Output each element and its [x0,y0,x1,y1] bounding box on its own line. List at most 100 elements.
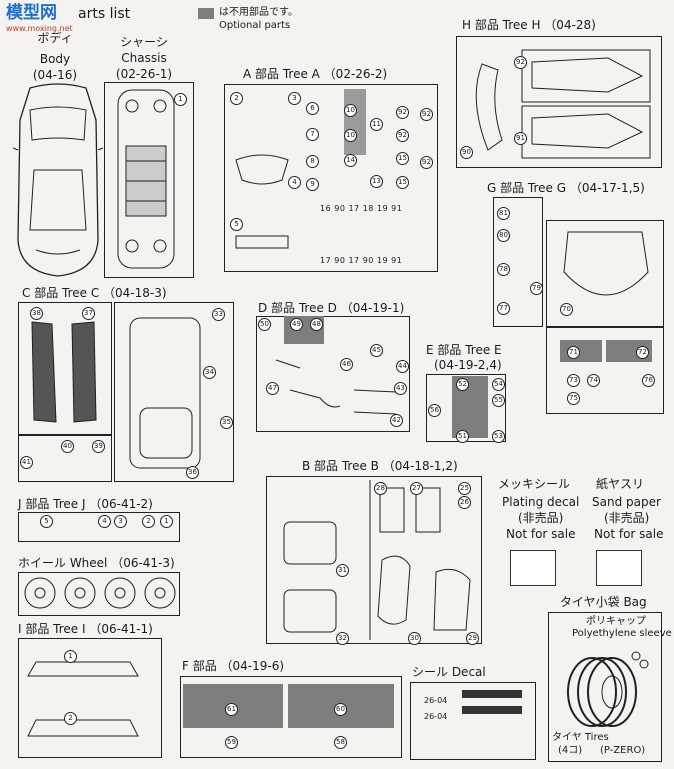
part-number: 70 [560,303,573,316]
sandpaper-label-jp: 紙ヤスリ [596,477,645,491]
tree-a-frame [224,84,438,272]
part-number: 78 [497,263,510,276]
chassis-label-jp: シャーシ [120,35,168,49]
part-number: 3 [114,515,127,528]
site-logo: 模型网 www.moxing.net [4,2,78,36]
decal-strip [462,706,522,714]
part-number: 29 [466,632,479,645]
part-number: 39 [92,440,105,453]
logo-url: www.moxing.net [6,24,73,33]
part-number: 1 [174,93,187,106]
part-number: 28 [374,482,387,495]
optional-label-jp: は不用部品です。 [219,7,298,18]
part-number: 2 [142,515,155,528]
part-number: 80 [497,229,510,242]
tree-h-frame [456,36,662,168]
part-number: 38 [30,307,43,320]
optional-label-en: Optional parts [219,20,291,31]
part-number: 11 [370,118,383,131]
tree-d-drawing [275,359,397,415]
part-number: 14 [344,154,357,167]
part-number: 32 [336,632,349,645]
tree-g-title: G 部品 Tree G （04-17-1,5) [487,181,645,195]
part-number: 92 [420,108,433,121]
part-number: 43 [394,382,407,395]
chassis-drawing [117,89,175,269]
logo-text: 模型网 [6,3,57,23]
tree-f-frame [180,676,402,758]
tires-brand: (P-ZERO) [600,745,646,756]
tree-d-frame [256,316,410,432]
chassis-frame [104,82,194,278]
part-number: 26 [458,496,471,509]
tree-c-seats [31,321,97,423]
tree-i-frame [18,638,162,758]
tree-a-bracket [235,154,289,185]
part-number: 1 [64,650,77,663]
tree-a-rod [235,235,289,249]
part-number: 15 [396,176,409,189]
tree-c-frame-bottom [18,434,112,482]
part-number: 36 [186,466,199,479]
part-number: 60 [334,703,347,716]
part-number: 74 [587,374,600,387]
tree-e-code: (04-19-2,4) [434,358,502,372]
tree-g-frame-bottom [546,326,664,414]
tree-c-frame-right [114,302,234,482]
tires-label: タイヤ Tires [552,732,609,743]
part-number: 92 [420,156,433,169]
tree-b-title: B 部品 Tree B （04-18-1,2) [302,459,458,473]
tree-f-title: F 部品 （04-19-6) [182,659,285,673]
part-number: 46 [340,358,353,371]
tree-g-frame-right [546,220,664,328]
part-number: 54 [492,378,505,391]
chassis-label-en: Chassis [121,51,167,65]
part-number: 77 [497,302,510,315]
poly-label-jp: ポリキャップ [586,616,646,627]
tree-c-title: C 部品 Tree C （04-18-3) [22,286,167,300]
part-number: 45 [370,344,383,357]
plating-nfs-en: Not for sale [506,527,576,541]
part-number: 92 [396,106,409,119]
part-number: 5 [230,218,243,231]
part-number: 90 [460,146,473,159]
part-number: 52 [456,378,469,391]
part-number: 58 [334,736,347,749]
part-number: 34 [203,366,216,379]
body-drawing [12,83,104,277]
tree-a-row-2: 17 90 17 90 19 91 [320,256,403,265]
tires-qty: (4コ) [558,745,583,756]
decal-line: 26-04 [424,696,448,705]
part-number: 2 [230,92,243,105]
part-number: 51 [456,430,469,443]
part-number: 9 [306,178,319,191]
plating-nfs-jp: (非売品) [518,511,564,525]
part-number: 27 [410,482,423,495]
tree-e-title: E 部品 Tree E [426,343,502,357]
part-number: 37 [82,307,95,320]
wheel-title: ホイール Wheel （06-41-3) [18,556,175,570]
tree-j-frame [18,512,180,542]
sandpaper-sample [596,550,642,586]
sandpaper-label-en: Sand paper [592,495,661,509]
tree-i-title: I 部品 Tree I （06-41-1) [18,622,153,636]
plating-decal-sample [510,550,556,586]
decal-sheet [410,682,536,760]
tree-g-drawing [563,231,649,296]
bag-frame [548,612,662,762]
part-number: 44 [396,360,409,373]
part-number: 92 [396,129,409,142]
part-number: 13 [370,175,383,188]
tree-b-drawing [283,480,471,640]
sandpaper-nfs-en: Not for sale [594,527,664,541]
part-number: 50 [258,318,271,331]
tree-g-frame-left [493,197,543,327]
poly-label-en: Polyethylene sleeve [572,628,672,639]
part-number: 33 [212,308,225,321]
part-number: 48 [310,318,323,331]
part-number: 1 [160,515,173,528]
part-number: 81 [497,207,510,220]
part-number: 47 [266,382,279,395]
part-number: 10 [344,129,357,142]
part-number: 53 [492,430,505,443]
